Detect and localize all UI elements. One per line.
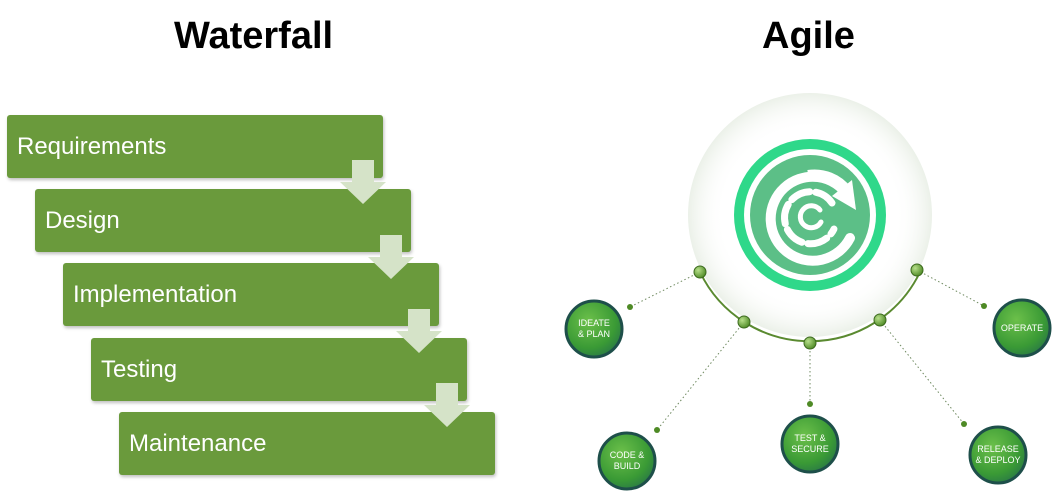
agile-title: Agile — [762, 15, 855, 57]
down-arrow-icon — [396, 309, 442, 353]
connector-line — [629, 271, 701, 308]
stage-label-ideate: IDEATE & PLAN — [564, 318, 624, 340]
connector-end-dot — [981, 303, 987, 309]
connector-end-dot — [961, 421, 967, 427]
connector-line — [656, 321, 745, 431]
stage-node-release — [968, 425, 1028, 485]
stage-node-code — [597, 431, 657, 491]
stage-label-line: SECURE — [791, 444, 829, 454]
down-arrow-icon — [368, 235, 414, 279]
waterfall-title: Waterfall — [174, 15, 334, 57]
stage-label-line: & PLAN — [577, 329, 610, 339]
arc-bead — [910, 263, 924, 277]
connector-line — [916, 269, 985, 307]
waterfall-step-requirements: Requirements — [7, 115, 383, 178]
stage-label-line: OPERATE — [1000, 323, 1044, 333]
stage-label-line: & DEPLOY — [975, 455, 1021, 465]
arc-bead — [693, 265, 707, 279]
stage-label-line: IDEATE — [578, 318, 610, 328]
stage-node-ideate — [564, 299, 624, 359]
connector-end-dot — [654, 427, 660, 433]
waterfall-step-design: Design — [35, 189, 411, 252]
waterfall-step-implementation: Implementation — [63, 263, 439, 326]
waterfall-step-maintenance: Maintenance — [119, 412, 495, 475]
stage-label-line: CODE & — [609, 450, 645, 460]
stage-label-code: CODE & BUILD — [597, 450, 657, 472]
stage-node-operate — [992, 298, 1052, 358]
stage-label-operate: OPERATE — [992, 323, 1052, 334]
stage-label-line: BUILD — [613, 461, 641, 471]
arc-bead — [873, 313, 887, 327]
stage-label-line: TEST & — [794, 433, 826, 443]
connector-end-dot — [807, 401, 813, 407]
stage-node-test — [780, 414, 840, 474]
arc-bead — [737, 315, 751, 329]
connector-end-dot — [627, 304, 633, 310]
stage-label-line: RELEASE — [977, 444, 1019, 454]
down-arrow-icon — [340, 160, 386, 204]
arc-bead — [803, 336, 817, 350]
stage-label-release: RELEASE & DEPLOY — [968, 444, 1028, 466]
refresh-arrow-shaft — [807, 169, 852, 193]
connector-line — [879, 319, 965, 425]
waterfall-step-testing: Testing — [91, 338, 467, 401]
down-arrow-icon — [424, 383, 470, 427]
stage-label-test: TEST & SECURE — [780, 433, 840, 455]
